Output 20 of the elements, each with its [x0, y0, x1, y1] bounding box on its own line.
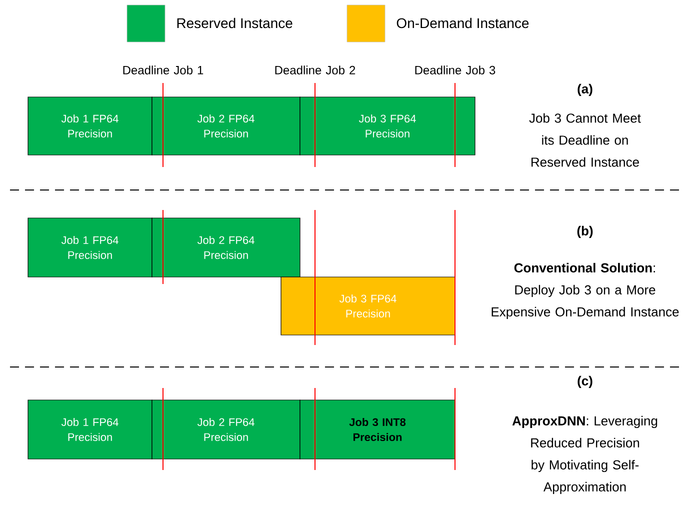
job-box: Job 3 FP64 Precision [300, 96, 476, 156]
panel-description: Job 3 Cannot Meet its Deadline on Reserved Instance [529, 113, 641, 167]
job-box: Job 1 FP64 Precision [28, 400, 152, 460]
panel-letter: (b) [577, 226, 593, 238]
panel-description: Conventional Solution: Deploy Job 3 on a More Expensive On-Demand Instance [492, 262, 679, 320]
panel-description: ApproxDNN: Leveraging Reduced Precision by Motivating Self-Approximation [512, 416, 658, 494]
job-box: Job 2 FP64 Precision [152, 400, 300, 460]
legend-label: On-Demand Instance [396, 18, 529, 28]
job-box: Job 1 FP64 Precision [28, 218, 152, 278]
deadline-label: Deadline Job 2 [275, 66, 356, 74]
legend-label: Reserved Instance [177, 18, 292, 28]
panel-letter: (a) [578, 84, 592, 96]
deadline-label: Deadline Job 1 [123, 66, 204, 74]
job-box: Job 1 FP64 Precision [28, 96, 152, 156]
job-box: Job 2 FP64 Precision [152, 218, 300, 278]
panel-letter: (c) [578, 376, 592, 388]
job-box: Job 3 INT8 Precision [300, 400, 456, 460]
job-box: Job 3 FP64 Precision [280, 276, 456, 336]
deadline-label: Deadline Job 3 [415, 66, 496, 74]
job-box: Job 2 FP64 Precision [152, 96, 300, 156]
